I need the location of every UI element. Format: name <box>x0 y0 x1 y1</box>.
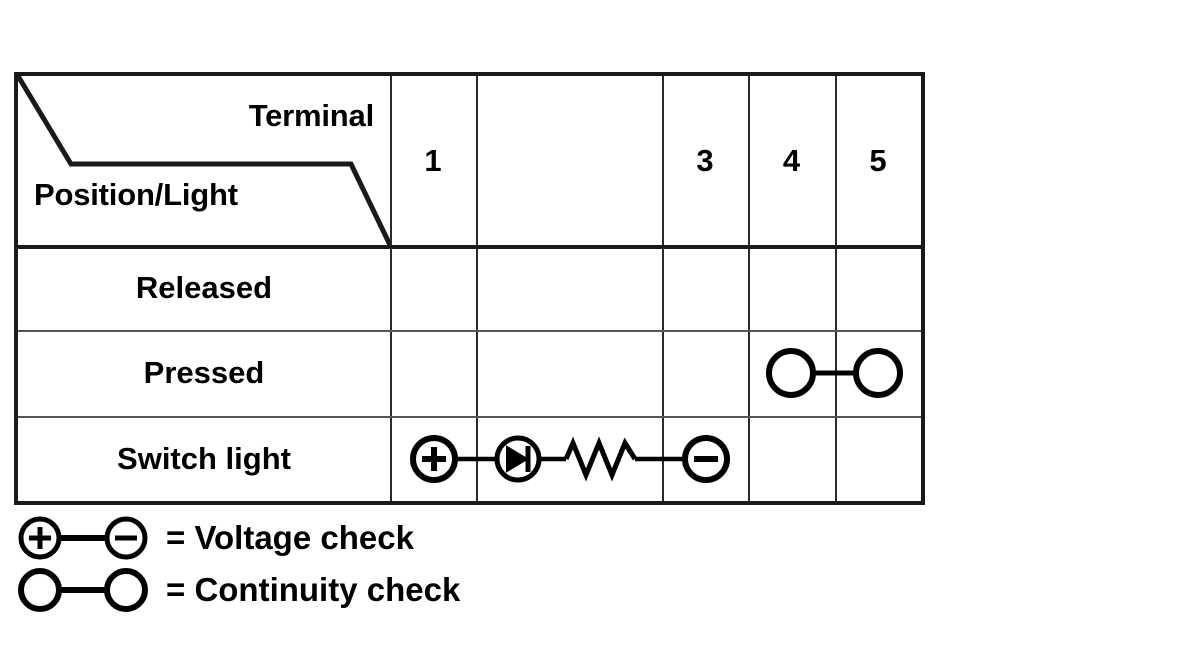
column-header-4-label: 4 <box>782 142 801 178</box>
plus-circle-terminal-1 <box>410 435 458 483</box>
column-header-4: 4 <box>748 76 835 245</box>
row-label-released: Released <box>18 245 390 330</box>
minus-circle-terminal-3 <box>682 435 730 483</box>
row-divider-pressed-switchlight <box>18 416 921 418</box>
led-diode-icon <box>494 435 542 483</box>
legend-voltage-check-text: = Voltage check <box>166 519 414 556</box>
column-header-1: 1 <box>390 76 476 245</box>
switch-terminal-table: Terminal Position/Light 1 3 4 5 Released… <box>14 72 925 505</box>
row-label-switch-light: Switch light <box>18 416 390 501</box>
legend-minus-circle <box>104 516 148 560</box>
corner-diagonal-divider <box>18 76 390 245</box>
column-divider-1-2 <box>476 76 478 501</box>
legend-circle-right <box>104 568 148 612</box>
legend-continuity-check-text: = Continuity check <box>166 571 461 608</box>
legend-item-continuity-check: = Continuity check <box>14 564 654 616</box>
row-label-released-text: Released <box>135 269 273 305</box>
header-corner-cell: Terminal Position/Light <box>18 76 390 245</box>
legend: = Voltage check = Continuity check <box>14 512 654 616</box>
legend-plus-circle <box>18 516 62 560</box>
column-header-3-label: 3 <box>696 142 714 178</box>
column-divider-label-1 <box>390 76 392 501</box>
column-header-5-label: 5 <box>869 142 887 178</box>
column-header-2 <box>476 76 662 245</box>
continuity-check-legend-icon <box>18 568 148 612</box>
voltage-check-legend-icon <box>18 516 148 560</box>
continuity-circle-terminal-4 <box>766 348 816 398</box>
row-divider-released-pressed <box>18 330 921 332</box>
row-divider-header <box>18 245 921 249</box>
column-divider-4-5 <box>835 76 837 501</box>
diode-triangle <box>506 445 529 473</box>
row-label-pressed-text: Pressed <box>143 355 265 390</box>
header-position-light-label: Position/Light <box>34 177 238 212</box>
row-label-pressed: Pressed <box>18 330 390 416</box>
column-header-1-label: 1 <box>424 142 442 178</box>
continuity-circle-terminal-5 <box>853 348 903 398</box>
column-header-3: 3 <box>662 76 748 245</box>
column-divider-2-3 <box>662 76 664 501</box>
header-terminal-label: Terminal <box>248 98 375 133</box>
column-header-5: 5 <box>835 76 921 245</box>
legend-item-voltage-check: = Voltage check <box>14 512 654 564</box>
row-label-switch-light-text: Switch light <box>117 440 291 476</box>
switch-light-circuit <box>410 435 730 483</box>
resistor-icon <box>563 436 638 482</box>
column-divider-3-4 <box>748 76 750 501</box>
legend-circle-left <box>18 568 62 612</box>
